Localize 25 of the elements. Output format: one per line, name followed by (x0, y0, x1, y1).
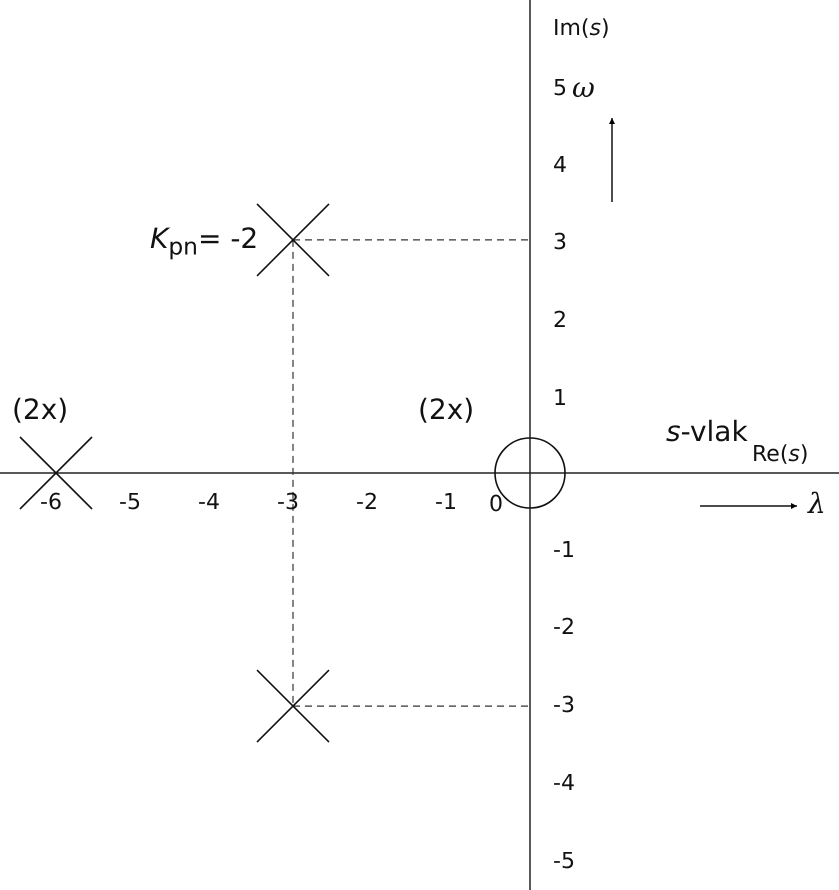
tick-label: -1 (553, 540, 575, 562)
tick-label: -2 (356, 492, 378, 514)
tick-label: -5 (553, 850, 575, 872)
tick-label: -2 (553, 617, 575, 640)
tick-label: -6 (40, 492, 62, 514)
tick-label: -4 (553, 772, 575, 795)
axis-label: Re(s) (752, 444, 808, 466)
tick-label: -3 (553, 695, 575, 718)
tick-label: 1 (553, 388, 567, 410)
pole-label: K$_{pn}$= -2 (150, 225, 258, 259)
tick-label: -1 (435, 492, 457, 514)
tick-label: 5 (553, 78, 567, 100)
axis-label: Im(s) (553, 18, 610, 40)
plane-label: s-vlak (666, 418, 748, 446)
axis-symbol: ω (572, 74, 595, 102)
axis-symbol: λ (808, 490, 826, 518)
tick-label: 0 (489, 494, 503, 516)
tick-label: -3 (277, 492, 299, 514)
tick-label: 4 (553, 155, 567, 177)
multiplicity-label: (2x) (12, 396, 68, 424)
tick-label: -4 (198, 492, 220, 514)
tick-label: 2 (553, 310, 567, 332)
tick-label: -5 (119, 492, 141, 514)
tick-label: 3 (553, 232, 567, 254)
multiplicity-label: (2x) (418, 396, 474, 424)
